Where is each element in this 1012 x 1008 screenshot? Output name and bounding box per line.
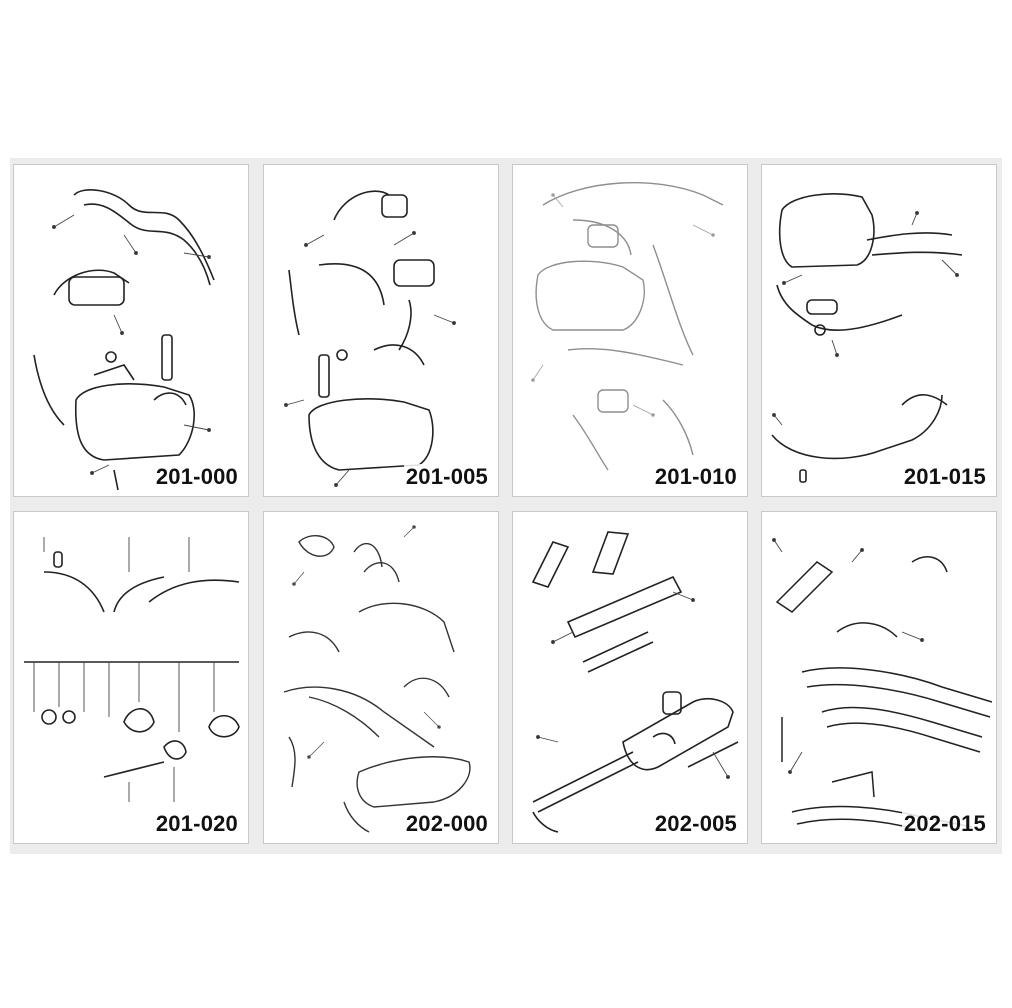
diagram-card-202-015[interactable]: 202-015: [761, 511, 997, 844]
diagram-card-201-005[interactable]: 201-005: [263, 164, 499, 497]
diagram-card-201-000[interactable]: 201-000: [13, 164, 249, 497]
diagram-code: 202-000: [403, 811, 490, 837]
fuel-tank-hoses-diagram: [771, 193, 963, 483]
exhaust-manifold-diagram: [283, 525, 471, 833]
diagram-card-201-020[interactable]: 201-020: [13, 511, 249, 844]
fuel-tank-lines-diagram: [33, 189, 215, 491]
exhaust-muffler-diagram: [531, 531, 739, 833]
diagram-code: 202-015: [901, 811, 988, 837]
diagram-card-201-010[interactable]: 201-010: [512, 164, 748, 497]
fuel-pump-tank-diagram: [284, 190, 456, 487]
diagram-code: 201-005: [403, 464, 490, 490]
diagram-code: 201-020: [153, 811, 240, 837]
fuel-filler-parts-diagram: [24, 537, 240, 802]
diagram-code: 201-000: [153, 464, 240, 490]
diagram-code: 201-010: [652, 464, 739, 490]
exhaust-heat-exchanger-diagram: [772, 538, 993, 831]
diagram-card-202-005[interactable]: 202-005: [512, 511, 748, 844]
diagram-code: 202-005: [652, 811, 739, 837]
diagram-card-202-000[interactable]: 202-000: [263, 511, 499, 844]
diagram-card-201-015[interactable]: 201-015: [761, 164, 997, 497]
diagram-code: 201-015: [901, 464, 988, 490]
fuel-system-faded-diagram: [531, 181, 724, 471]
